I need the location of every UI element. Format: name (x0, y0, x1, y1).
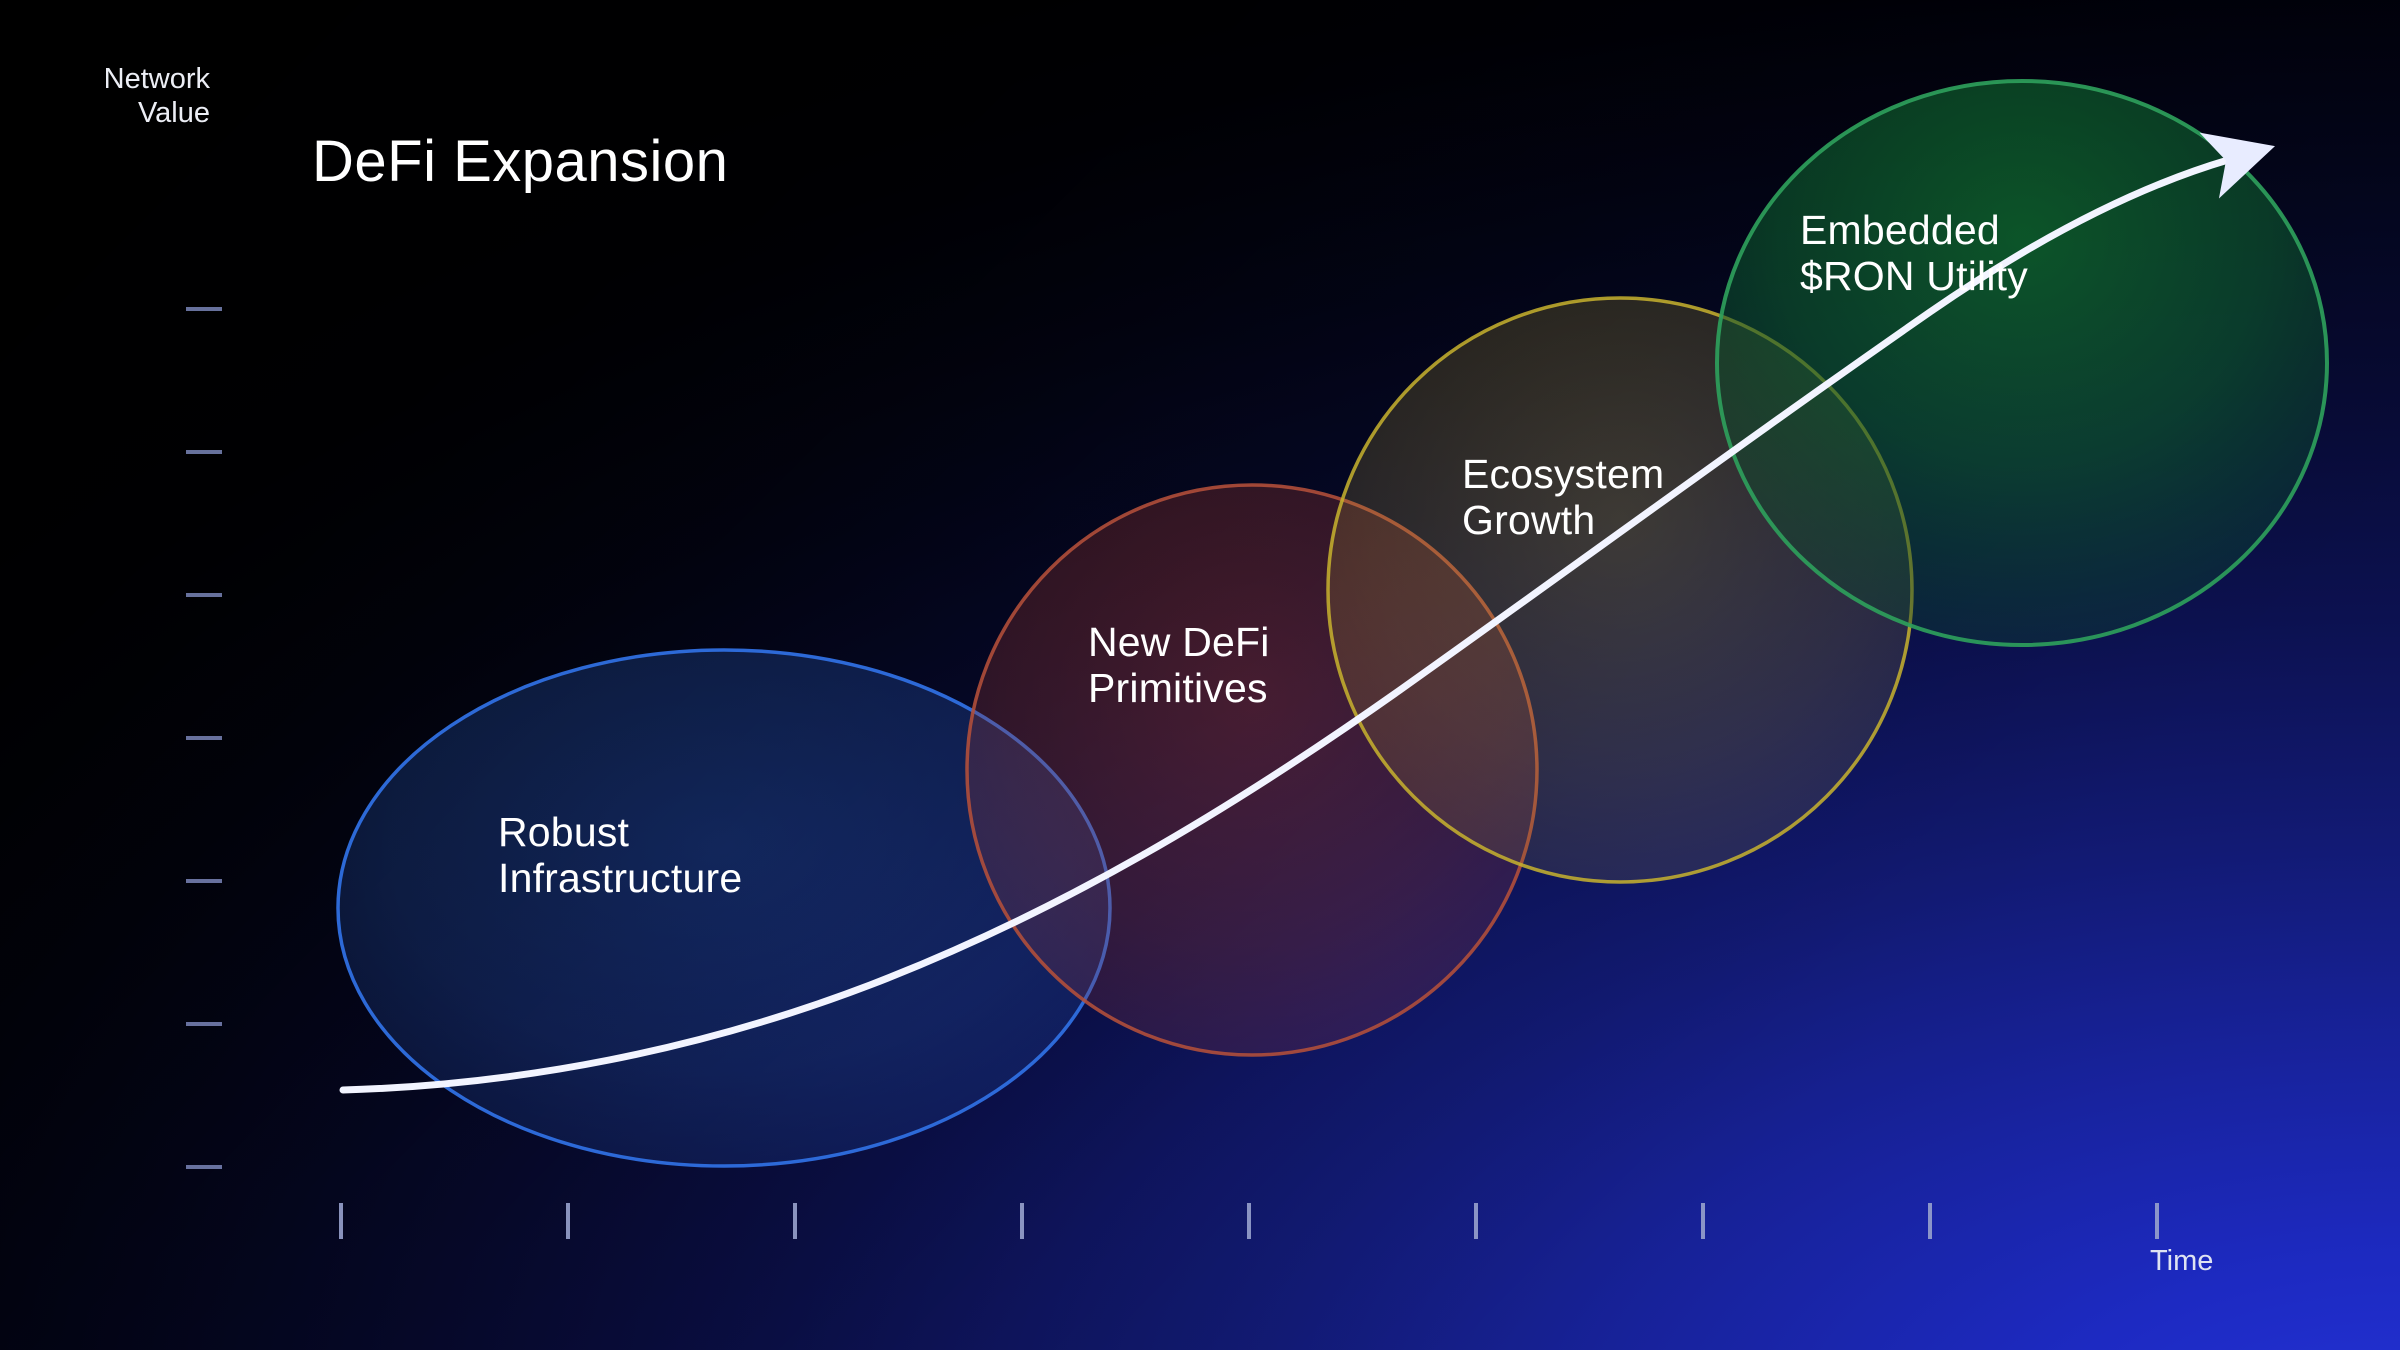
y-axis-label: Network Value (103, 63, 210, 130)
stage-label-new-defi-primitives: New DeFi Primitives (1088, 619, 1270, 711)
growth-curve (339, 132, 2275, 1094)
stage-bubble-embedded (1715, 79, 2329, 647)
stage-label-robust-infrastructure: Robust Infrastructure (498, 809, 743, 901)
stage-label-ecosystem-growth: Ecosystem Growth (1462, 451, 1665, 543)
y-axis-ticks (186, 307, 222, 1169)
x-axis-label: Time (2150, 1245, 2214, 1277)
x-axis-ticks (339, 1203, 2159, 1239)
stage-label-embedded-ron-utility: Embedded $RON Utility (1800, 207, 2028, 299)
axes-group (186, 182, 2252, 1239)
stage-bubbles (336, 79, 2329, 1168)
trend-curve-group (339, 132, 2275, 1094)
page-title: DeFi Expansion (312, 129, 729, 194)
